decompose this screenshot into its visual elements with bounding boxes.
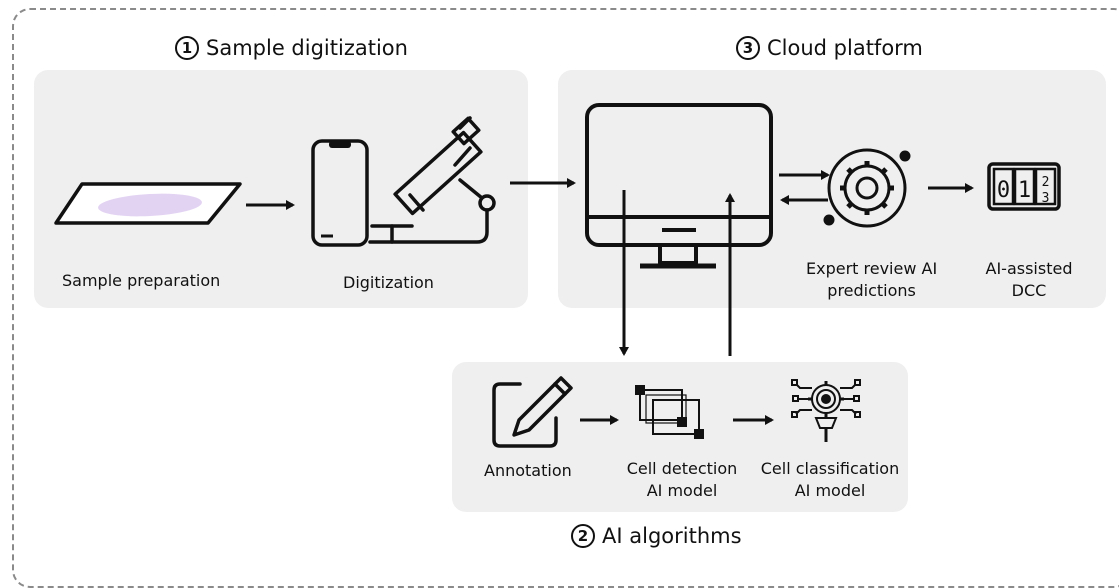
label-line: Cell classification (760, 459, 900, 478)
label-line: DCC (1011, 281, 1047, 300)
pencil-icon (492, 376, 573, 448)
label-line: Expert review AI (806, 259, 938, 278)
section-number: 2 (571, 524, 595, 548)
counter-icon: 0 1 2 3 (987, 162, 1061, 211)
ai-chip-icon (791, 379, 861, 442)
label-digitization: Digitization (343, 273, 434, 292)
section-title-text: Cloud platform (767, 36, 923, 60)
label-sample-preparation: Sample preparation (62, 271, 221, 290)
label-line: AI model (794, 481, 866, 500)
monitor-icon (585, 103, 773, 269)
section-number: 3 (736, 36, 760, 60)
label-ai-assisted-dcc: AI-assisted DCC (984, 258, 1074, 302)
label-line: predictions (827, 281, 916, 300)
diagram-graphics: 0 1 2 3 (54, 103, 1061, 448)
counter-digit: 0 (997, 178, 1010, 203)
counter-digit: 1 (1018, 178, 1031, 203)
microscope-icon (368, 116, 496, 244)
counter-digit: 3 (1042, 191, 1050, 206)
section-title-digitization: 1 Sample digitization (175, 36, 408, 60)
gear-icon (823, 148, 911, 228)
label-line: Cell detection (626, 459, 738, 478)
smartphone-icon (311, 139, 369, 247)
section-title-cloud: 3 Cloud platform (736, 36, 923, 60)
section-title-text: AI algorithms (602, 524, 742, 548)
label-line: AI-assisted (985, 259, 1073, 278)
bounding-box-icon (635, 385, 704, 439)
slide-icon (54, 182, 242, 225)
label-line: AI model (646, 481, 718, 500)
label-expert-review: Expert review AI predictions (806, 258, 937, 302)
counter-digit: 2 (1042, 175, 1050, 190)
label-cell-detection: Cell detection AI model (615, 458, 749, 502)
section-number: 1 (175, 36, 199, 60)
label-annotation: Annotation (484, 461, 572, 480)
label-cell-classification: Cell classification AI model (754, 458, 906, 502)
section-title-text: Sample digitization (206, 36, 408, 60)
section-title-ai: 2 AI algorithms (571, 524, 742, 548)
